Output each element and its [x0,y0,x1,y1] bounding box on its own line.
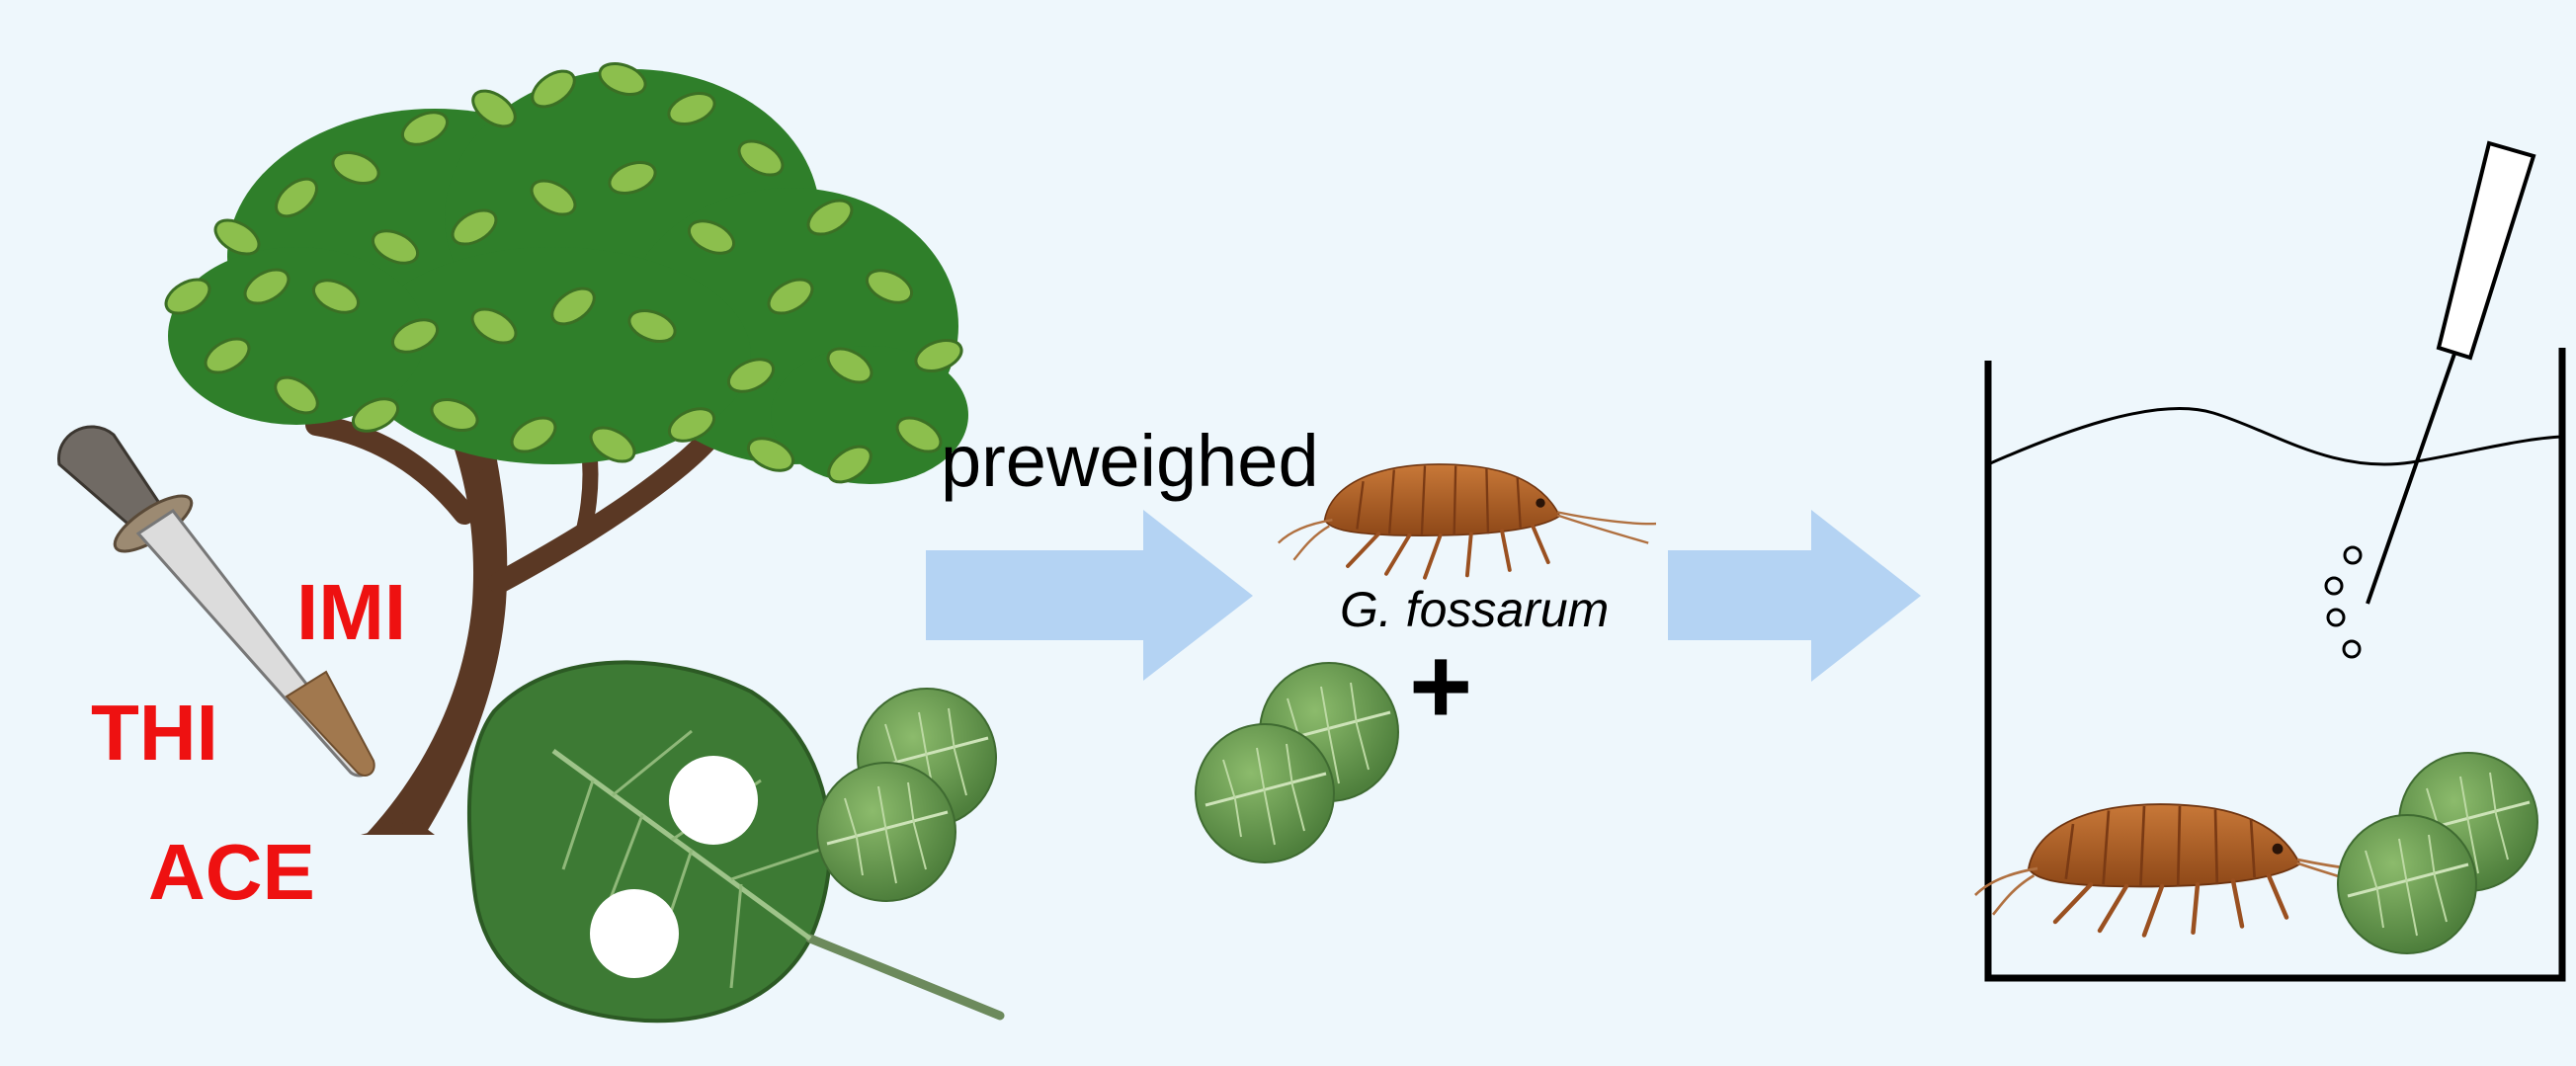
leaf-disc-icon [1196,663,1398,862]
label-species: G. fossarum [1340,585,1609,634]
label-thi: THI [91,694,218,773]
plus-sign: + [1409,632,1472,741]
arrow-icon [926,510,1253,681]
leaf-disc-icon [817,689,996,901]
leaf-disc-icon [2338,753,2537,953]
label-preweighed: preweighed [941,425,1319,498]
amphipod-icon [1279,464,1656,578]
aeration-tube-icon [2326,143,2534,657]
label-ace: ACE [148,833,315,912]
label-imi: IMI [296,573,406,652]
arrow-icon [1668,510,1921,682]
